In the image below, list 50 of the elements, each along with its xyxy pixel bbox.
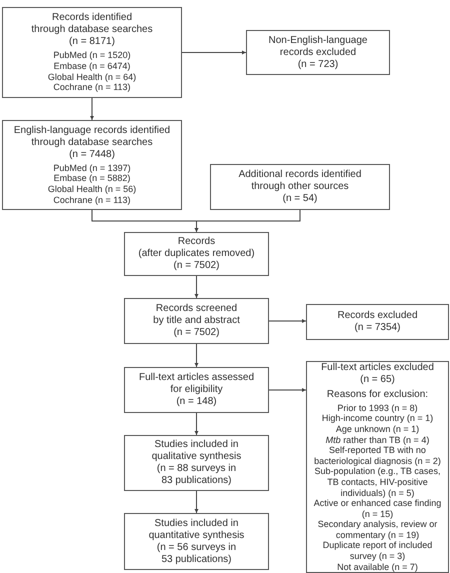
- process-box: [124, 513, 269, 570]
- box-text: Duplicate report of included survey (n = 3): [322, 540, 432, 562]
- process-box: [2, 7, 182, 98]
- arrow: [194, 344, 198, 368]
- box-text: Embase (n = 6474): [54, 60, 130, 72]
- process-box: [124, 298, 269, 344]
- box-title: Records excluded (n = 7354): [337, 310, 418, 334]
- box-text: Cochrane (n = 113): [53, 82, 131, 93]
- arrow: [90, 98, 94, 120]
- process-box: [306, 304, 449, 340]
- process-box: [2, 120, 182, 210]
- box-text: High-income country (n = 1): [322, 413, 434, 424]
- arrow: [268, 388, 306, 392]
- box-text: Embase (n = 5882): [54, 173, 130, 184]
- box-title: English-language records identified through database searches (n = 7448): [14, 124, 170, 161]
- box-text: Not available (n = 7): [337, 562, 418, 572]
- box-title: Non-English-language records excluded (n = 723): [268, 34, 368, 70]
- box-text: Secondary analysis, review or commentary (n = 19): [318, 519, 438, 540]
- box-title: Studies included in quantitative synthesis (n = 56 surveys in 53 publications): [148, 518, 244, 566]
- box-text: Mtb rather than TB (n = 4): [326, 434, 430, 446]
- box-title: Records screened by title and abstract (n = 7502): [153, 303, 240, 339]
- arrow: [194, 490, 198, 514]
- box-text: Self-reported TB with no bacteriological diagnosis (n = 2): [314, 445, 441, 466]
- process-box: [124, 367, 269, 413]
- arrow: [268, 319, 306, 323]
- process-box: [210, 164, 390, 210]
- arrow: [194, 210, 300, 232]
- box-text: Sub-population (e.g., TB cases, TB contacts, HIV-positive individuals) (n = 5): [314, 466, 440, 498]
- box-title: Records identified through database searches (n = 8171): [31, 12, 153, 48]
- box-text: Active or enhanced case finding (n = 15): [314, 498, 442, 520]
- box-text: PubMed (n = 1520): [53, 50, 131, 61]
- process-box: [124, 232, 269, 276]
- box-title: Full-text articles excluded (n = 65): [321, 362, 434, 386]
- arrow: [194, 412, 198, 436]
- process-box: [306, 361, 449, 573]
- arrow: [182, 50, 246, 54]
- process-box: [246, 30, 390, 75]
- process-box: [124, 435, 269, 491]
- box-title: Full-text articles assessed for eligibility (n = 148): [138, 372, 254, 408]
- box-title: Additional records identified through other sources (n = 54): [238, 169, 362, 205]
- box-text: Prior to 1993 (n = 8): [337, 402, 418, 414]
- box-text: Global Health (n = 56): [48, 184, 136, 195]
- box-text: Cochrane (n = 113): [53, 194, 131, 206]
- box-text: Global Health (n = 64): [48, 72, 136, 82]
- box-text: PubMed (n = 1397): [53, 162, 131, 174]
- arrow: [194, 276, 198, 298]
- box-text: Reasons for exclusion:: [326, 388, 428, 401]
- box-text: Age unknown (n = 1): [336, 424, 420, 435]
- box-title: Records (after duplicates removed) (n = 7502): [138, 236, 255, 272]
- box-title: Studies included in qualitative synthesis (n = 88 surveys in 83 publications): [152, 439, 242, 487]
